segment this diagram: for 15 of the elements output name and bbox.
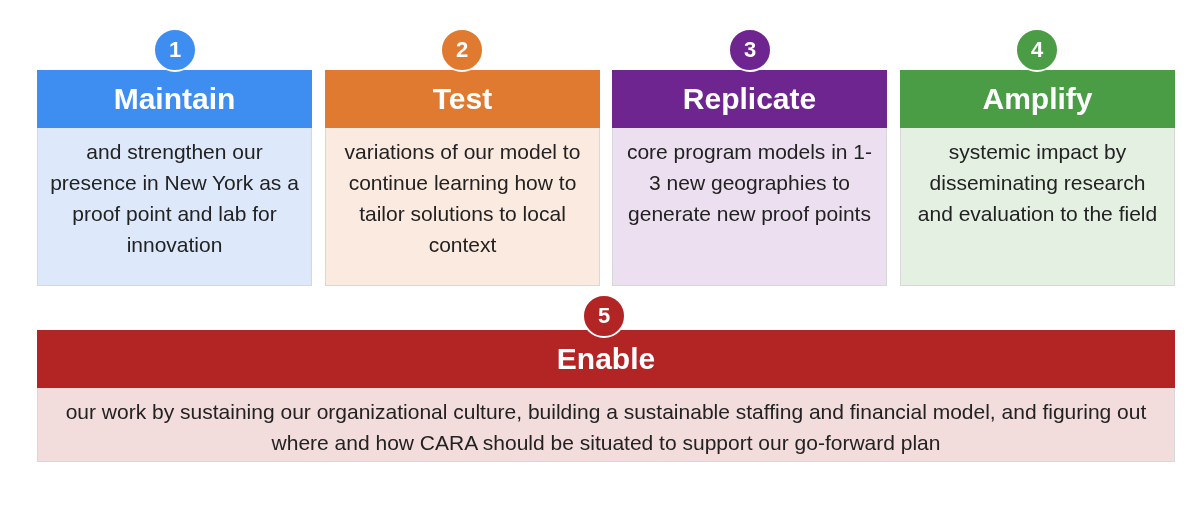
card-text: systemic impact by disseminating research and evaluation to the field xyxy=(900,128,1175,286)
card-heading: Test xyxy=(325,70,600,128)
card-text: variations of our model to continue learning how to tailor solutions to local context xyxy=(325,128,600,286)
card-text: our work by sustaining our organizational culture, building a sustainable staffing and financial model, and figuring out where and how CARA should be situated to support our go-forward plan xyxy=(37,388,1175,462)
step-number: 3 xyxy=(728,28,772,72)
step-number: 4 xyxy=(1015,28,1059,72)
card-heading: Amplify xyxy=(900,70,1175,128)
card-text: and strengthen our presence in New York as a proof point and lab for innovation xyxy=(37,128,312,286)
step-number: 1 xyxy=(153,28,197,72)
card-heading: Enable xyxy=(37,330,1175,388)
card-heading: Replicate xyxy=(612,70,887,128)
step-number: 5 xyxy=(582,294,626,338)
step-number: 2 xyxy=(440,28,484,72)
card-text: core program models in 1-3 new geographies to generate new proof points xyxy=(612,128,887,286)
card-heading: Maintain xyxy=(37,70,312,128)
